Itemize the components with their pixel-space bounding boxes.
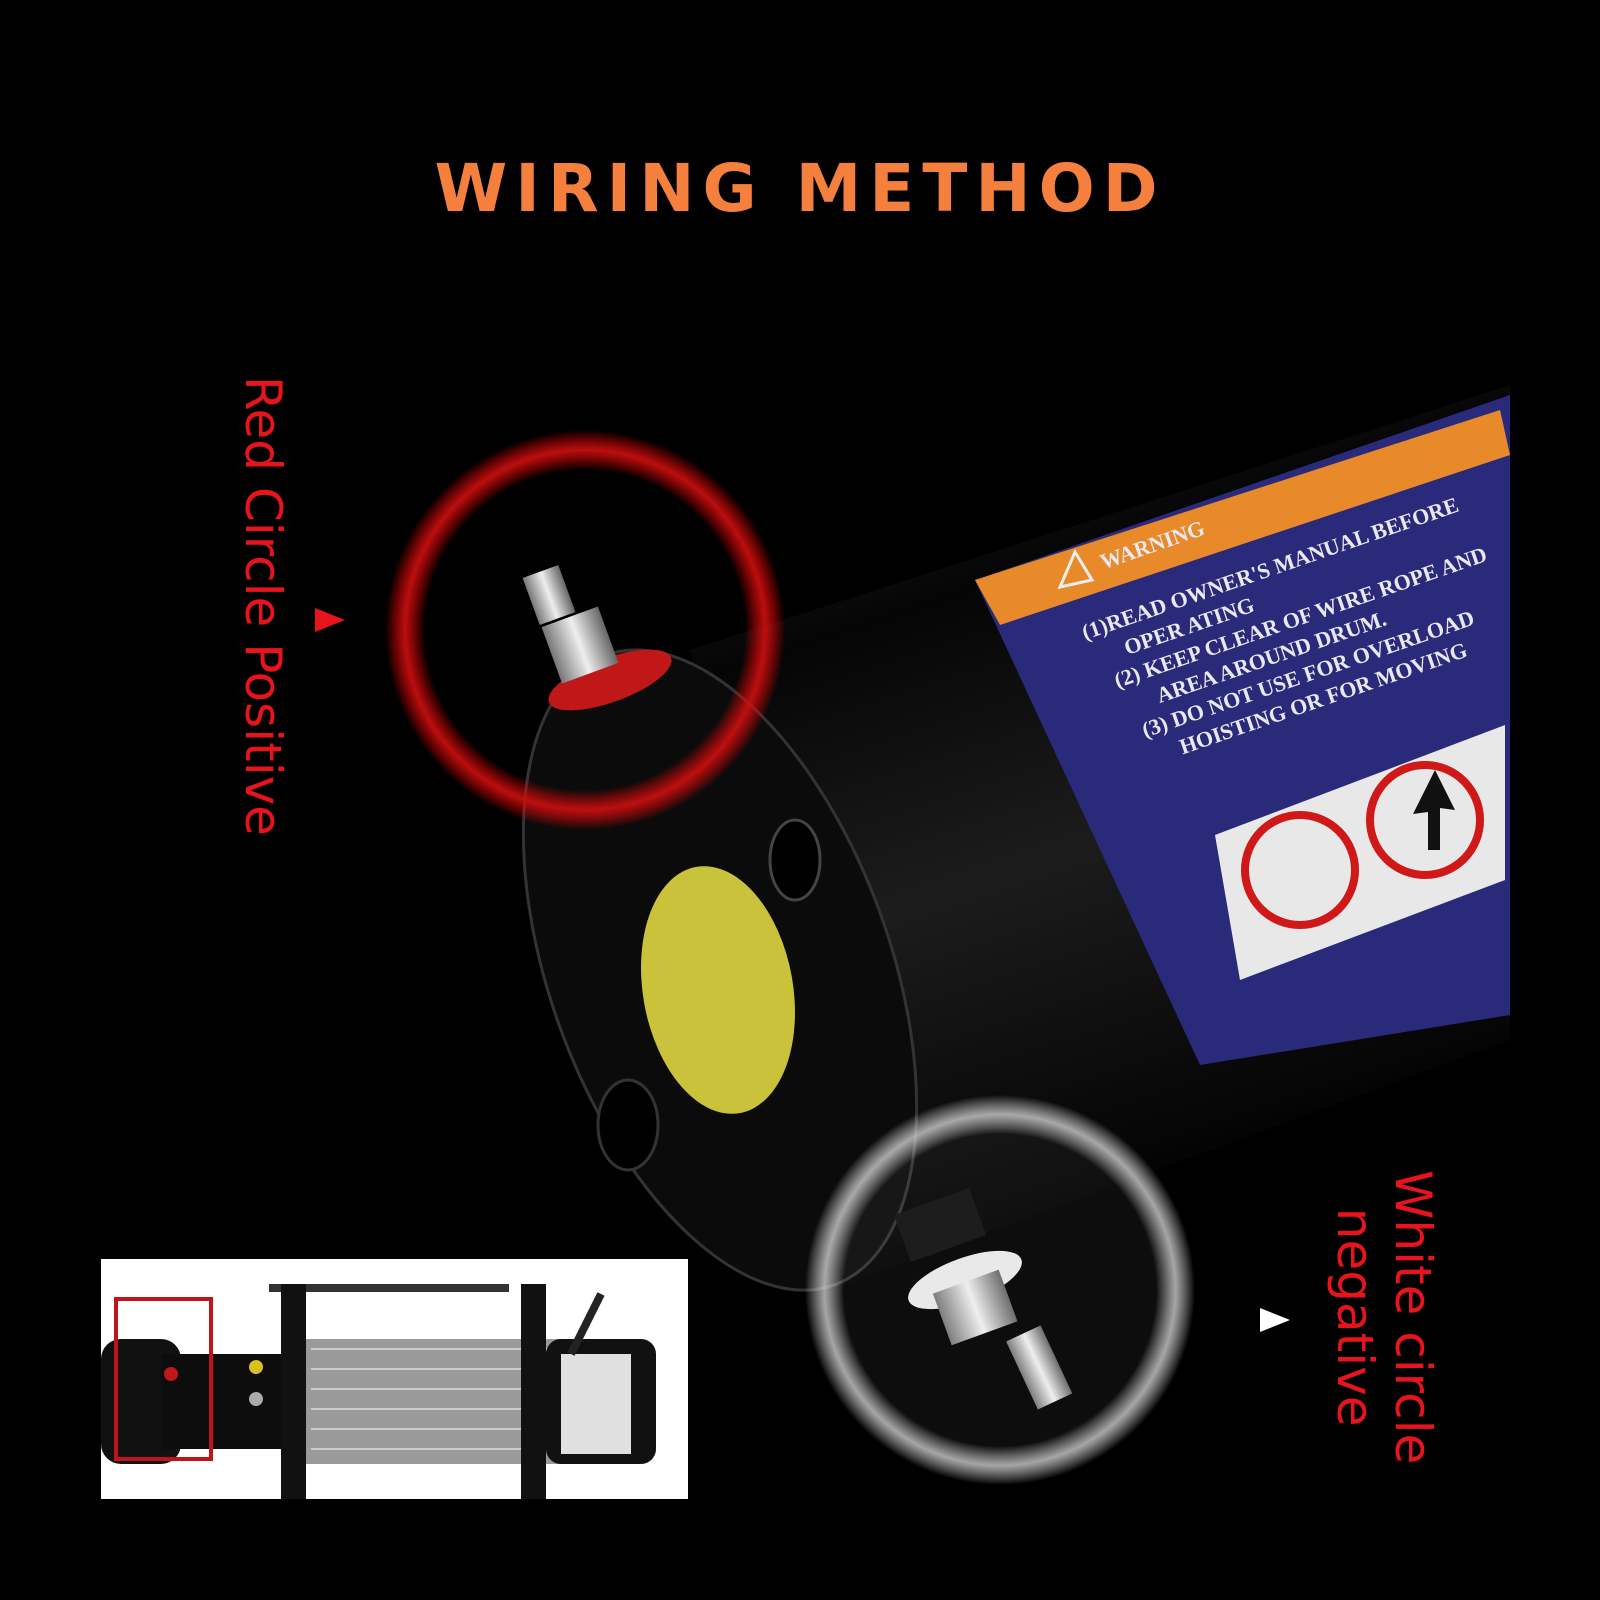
negative-label-line2: negative bbox=[1326, 1207, 1384, 1427]
warning-label-orange-band bbox=[975, 410, 1510, 625]
red-circle-marker bbox=[385, 430, 785, 830]
highlight-box bbox=[114, 1297, 213, 1461]
warning-pictograms bbox=[1215, 725, 1505, 980]
white-circle-marker bbox=[805, 1095, 1195, 1485]
winch-tie-bar bbox=[269, 1284, 509, 1292]
end-cap-sticker bbox=[641, 866, 795, 1114]
winch-overview-photo bbox=[101, 1259, 688, 1499]
winch-clutch-lever bbox=[567, 1292, 605, 1356]
red-arrow-icon bbox=[315, 608, 345, 632]
page-title: WIRING METHOD bbox=[434, 150, 1166, 227]
winch-drum-cable bbox=[301, 1339, 561, 1464]
negative-label-line1: White circle bbox=[1384, 1170, 1442, 1465]
no-entry-icon bbox=[1241, 811, 1359, 929]
winch-overview-illustration bbox=[101, 1284, 656, 1499]
no-lifting-icon bbox=[1366, 761, 1484, 879]
positive-label: Red Circle Positive bbox=[234, 376, 292, 836]
warning-triangle-icon bbox=[1057, 548, 1095, 590]
negative-label: White circle negative bbox=[1326, 1170, 1442, 1464]
white-arrow-icon bbox=[1260, 1308, 1290, 1332]
